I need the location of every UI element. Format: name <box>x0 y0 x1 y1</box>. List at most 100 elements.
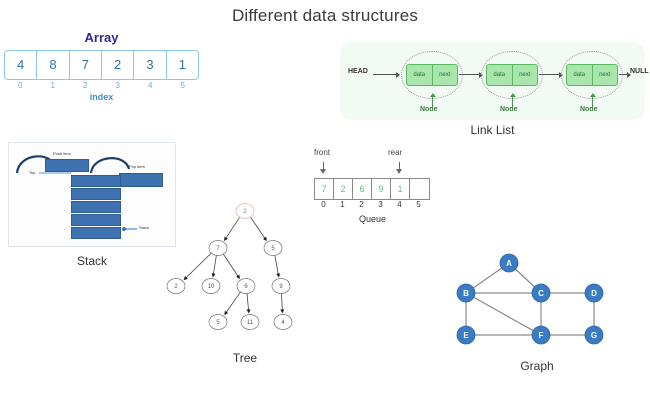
queue-index: 2 <box>359 200 364 209</box>
tree-caption: Tree <box>232 351 258 365</box>
tree-node[interactable] <box>208 314 228 330</box>
tree-edge-group <box>183 216 285 316</box>
array-index: 0 <box>18 81 23 90</box>
tree-edge <box>246 293 251 314</box>
linked-list-node: data next <box>566 64 618 86</box>
queue-index: 4 <box>397 200 402 209</box>
tree-node-label: 11 <box>247 320 254 326</box>
page-title: Different data structures <box>231 6 419 25</box>
graph-node[interactable] <box>456 283 476 303</box>
queue-rear-pointer-icon <box>399 162 400 169</box>
stack-push-block <box>45 159 89 172</box>
queue-cell: 9 <box>372 179 391 199</box>
stack-diagram: Push item Pop item Top Stack Stack <box>8 142 178 268</box>
linked-list-node: data next <box>406 64 458 86</box>
graph-node-label: A <box>506 259 512 268</box>
tree-node[interactable] <box>273 314 293 330</box>
graph-node[interactable] <box>531 283 551 303</box>
tree-node-label: 9 <box>279 284 283 290</box>
stack-entity-label: Stack <box>139 225 150 230</box>
tree-node-label: 5 <box>271 246 275 252</box>
tree-edge <box>250 216 267 242</box>
graph-node-label: C <box>538 289 544 298</box>
stack-push-label: Push item <box>53 151 71 156</box>
tree-node[interactable] <box>208 240 228 256</box>
array-cell: 7 <box>70 51 102 79</box>
graph-node-label: F <box>539 331 544 340</box>
tree-node-label: 4 <box>281 320 285 326</box>
array-index: 3 <box>115 81 120 90</box>
queue-index: 0 <box>321 200 326 209</box>
node-next-cell: next <box>519 72 531 78</box>
graph-node-label: E <box>463 331 469 340</box>
queue-cell: 6 <box>353 179 372 199</box>
queue-cell <box>410 179 429 199</box>
graph-node[interactable] <box>499 253 519 273</box>
tree-edge <box>223 253 240 280</box>
queue-index-row: 0 1 2 3 4 5 <box>314 200 428 209</box>
stack-caption: Stack <box>76 254 107 268</box>
queue-rear-pointer-icon <box>396 169 402 174</box>
tree-node-label: 2 <box>174 284 178 290</box>
arrow-icon <box>373 71 400 78</box>
tree-edge <box>280 293 285 314</box>
graph-node[interactable] <box>584 325 604 345</box>
linked-list-node: data next <box>486 64 538 86</box>
tree-node-label: 2 <box>243 209 247 215</box>
tree-node[interactable] <box>235 202 255 220</box>
stack-pop-block <box>119 173 163 187</box>
tree-node[interactable] <box>166 278 186 294</box>
array-cell: 2 <box>102 51 135 79</box>
stack-block <box>71 188 121 200</box>
stack-block <box>71 227 121 239</box>
node-pointer-icon <box>589 93 596 106</box>
linked-list-panel: HEAD data next Node data next Node <box>340 42 649 120</box>
node-pointer-icon <box>509 93 516 106</box>
arrow-icon <box>539 71 563 78</box>
node-next-cell: next <box>439 72 451 78</box>
array-diagram: Array 4 8 7 2 3 1 0 1 2 3 4 5 index <box>4 30 199 102</box>
queue-front-pointer-icon <box>320 169 326 174</box>
tree-node[interactable] <box>236 278 256 294</box>
tree-edge <box>183 252 212 281</box>
queue-cell: 1 <box>391 179 410 199</box>
array-index: 1 <box>50 81 55 90</box>
array-cell-row: 4 8 7 2 3 1 <box>4 50 199 80</box>
array-index: 2 <box>83 81 88 90</box>
linked-list-head-label: HEAD <box>348 68 368 75</box>
graph-node[interactable] <box>531 325 551 345</box>
tree-node[interactable] <box>201 278 221 294</box>
graph-node[interactable] <box>456 325 476 345</box>
tree-node[interactable] <box>240 314 260 330</box>
queue-front-pointer-icon <box>323 162 324 169</box>
linked-list-node-label: Node <box>420 106 438 113</box>
graph-node[interactable] <box>584 283 604 303</box>
tree-node[interactable] <box>271 278 291 294</box>
stack-block <box>71 175 121 187</box>
tree-node[interactable] <box>263 240 283 256</box>
array-cell: 8 <box>37 51 70 79</box>
arrow-icon <box>459 71 483 78</box>
tree-edge <box>211 255 217 278</box>
queue-front-label: front <box>314 148 331 157</box>
graph-node-label: G <box>591 331 597 340</box>
array-index-caption: index <box>89 92 114 102</box>
array-index: 5 <box>180 81 185 90</box>
linked-list-node-label: Node <box>580 106 598 113</box>
tree-node-label: 5 <box>216 320 220 326</box>
queue-index: 3 <box>378 200 383 209</box>
array-index-row: 0 1 2 3 4 5 <box>4 81 199 90</box>
queue-cell-row: 7 2 6 9 1 <box>314 178 430 200</box>
stack-top-label: Top <box>29 170 36 175</box>
stack-block <box>71 201 121 213</box>
graph-node-label: D <box>591 289 597 298</box>
queue-cell: 7 <box>315 179 334 199</box>
arrow-icon <box>619 71 631 78</box>
